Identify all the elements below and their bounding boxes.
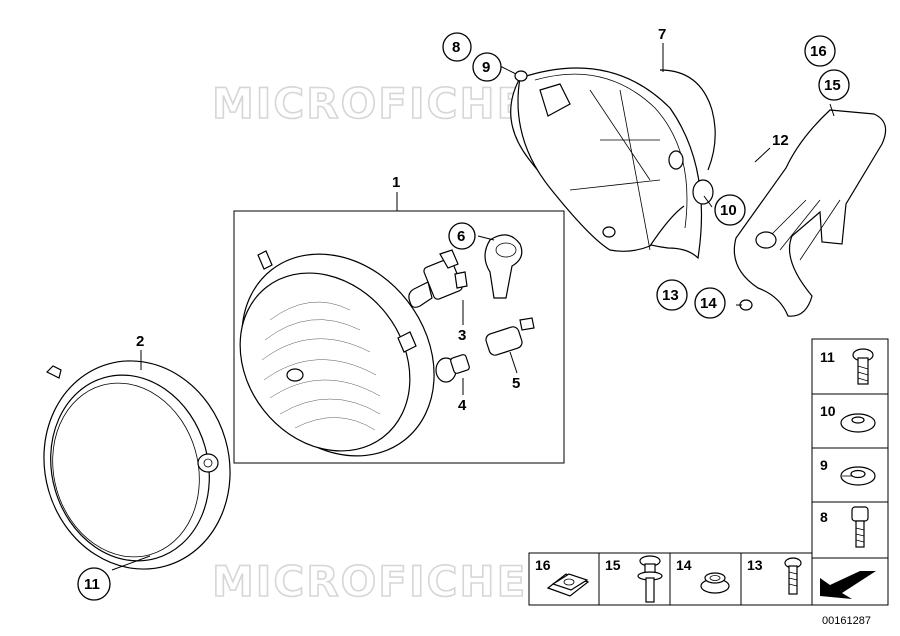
washer-icon [840, 413, 876, 433]
bolt-icon [852, 348, 874, 385]
callout-16: 16 [810, 43, 827, 60]
orientation-arrow-icon [820, 571, 876, 599]
legend-bottom-label-3: 14 [676, 557, 692, 573]
diagram-code: 00161287 [822, 615, 871, 627]
legend-bottom-label-2: 15 [605, 557, 621, 573]
headlight-assembly-box [233, 210, 565, 464]
parking-bulb-socket [485, 317, 535, 356]
legend-right-label-1: 11 [820, 349, 835, 365]
callout-15: 15 [824, 77, 841, 94]
callout-3: 3 [458, 327, 466, 344]
callout-12: 12 [772, 132, 789, 149]
lock-washer-icon [840, 466, 876, 486]
callout-10: 10 [720, 202, 737, 219]
callout-8: 8 [452, 39, 460, 56]
flange-bolt-icon [637, 555, 663, 603]
socket-screw-icon [851, 506, 869, 548]
callout-14: 14 [700, 295, 717, 312]
orientation-arrow-box [811, 557, 889, 606]
callout-11: 11 [84, 576, 100, 593]
grommet-icon [700, 572, 730, 594]
parking-bulb [435, 354, 470, 383]
callout-2: 2 [136, 333, 144, 350]
callout-5: 5 [512, 375, 520, 392]
callout-4: 4 [458, 397, 467, 414]
trim-ring [43, 360, 231, 570]
hardware-legend-right: 11 10 9 8 [811, 338, 889, 559]
headlight-insert [239, 250, 435, 457]
callout-6: 6 [457, 228, 465, 245]
legend-bottom-label-4: 13 [747, 557, 763, 573]
leader-lines [111, 43, 835, 571]
callout-7: 7 [658, 26, 666, 43]
legend-right-label-3: 9 [820, 457, 828, 473]
callouts: 1 2 3 4 5 6 7 8 9 10 11 12 13 14 15 16 [77, 26, 850, 601]
main-bulb [408, 249, 468, 308]
pan-head-screw-icon [784, 557, 802, 595]
callout-9: 9 [482, 59, 490, 76]
legend-bottom-label-1: 16 [535, 557, 551, 573]
mounting-bracket [733, 109, 887, 317]
callout-13: 13 [662, 287, 679, 304]
hardware-legend-bottom: 16 15 14 13 [528, 552, 813, 606]
clip-nut-icon [546, 573, 590, 597]
bulb-cap [484, 234, 523, 299]
callout-1: 1 [392, 174, 400, 191]
legend-right-label-2: 10 [820, 403, 836, 419]
legend-right-label-4: 8 [820, 509, 828, 525]
headlight-housing [510, 67, 716, 260]
